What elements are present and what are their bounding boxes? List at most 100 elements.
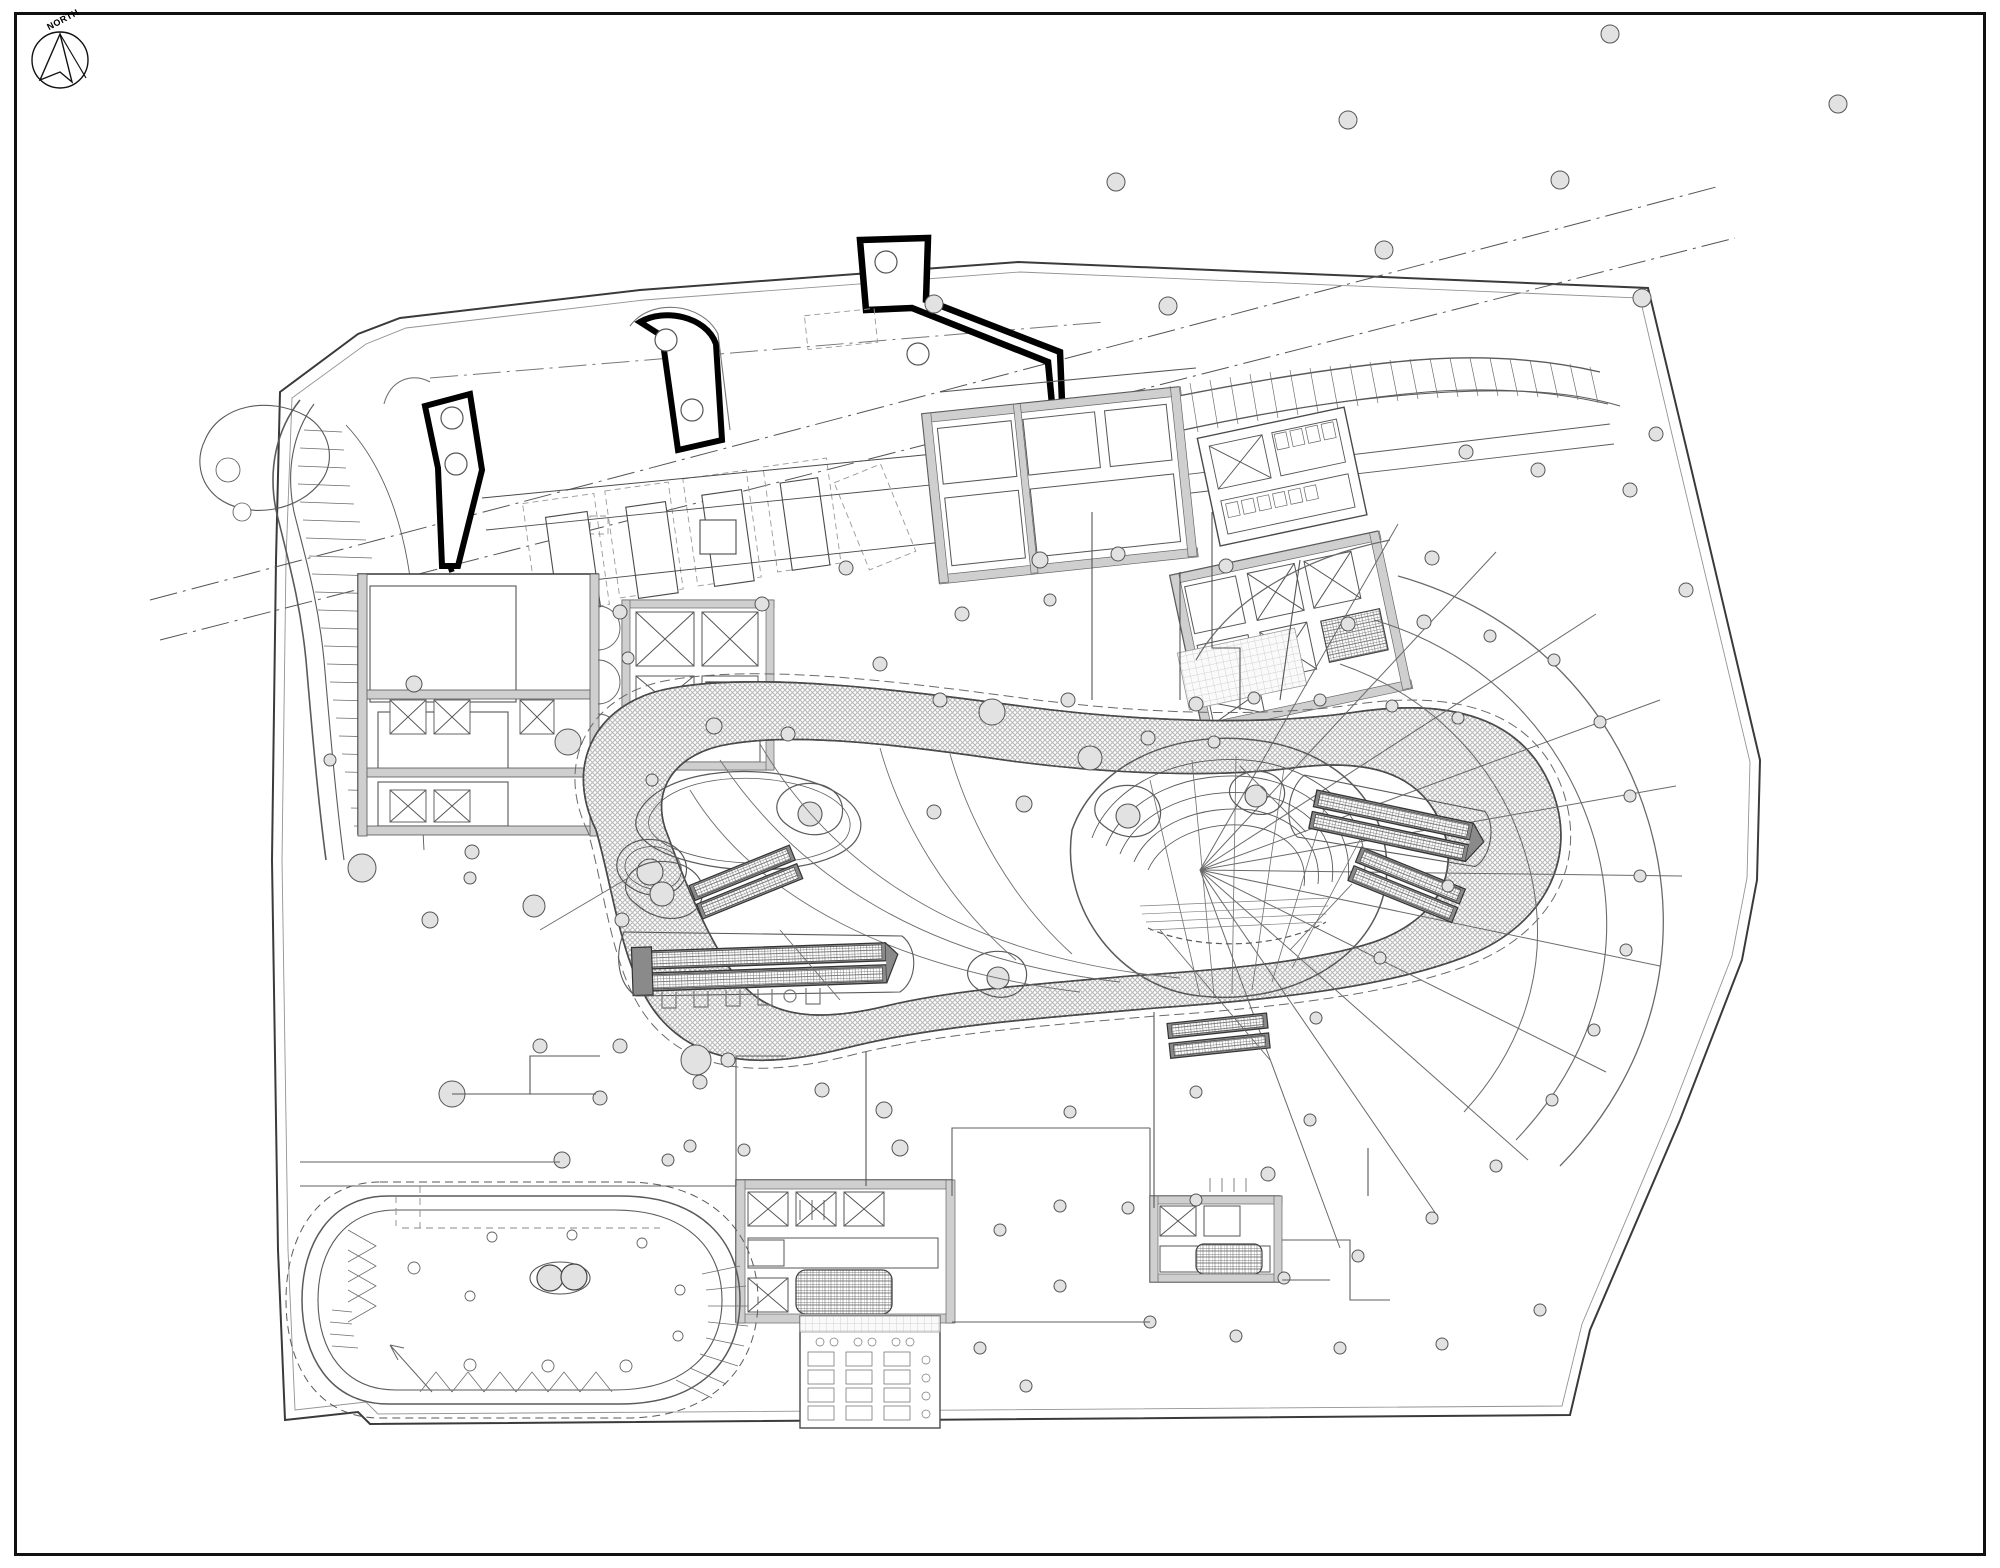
column [1043, 593, 1057, 607]
column [1600, 24, 1620, 44]
column [683, 1139, 697, 1153]
column [1110, 546, 1126, 562]
column [1385, 699, 1399, 713]
canopy-soft-edge-center [629, 306, 731, 431]
column [554, 728, 582, 756]
column [1207, 735, 1221, 749]
north-room-e [699, 519, 737, 555]
loop-band-outer-edge [582, 680, 1562, 1062]
terrace-blob-northwest [199, 404, 330, 511]
auditorium-seating-5 [1147, 824, 1305, 887]
radial-arc-outer [1397, 575, 1664, 1167]
column [973, 1341, 987, 1355]
column [1158, 296, 1178, 316]
terrace-tree-2 [232, 502, 252, 522]
auditorium-stage [1147, 921, 1327, 945]
column [1351, 1249, 1365, 1263]
southeast-louvres [1209, 1178, 1247, 1192]
north-arrow-block: NORTH [18, 7, 128, 98]
column [978, 698, 1006, 726]
oval-court-steps-left [329, 1309, 359, 1349]
north-arrow-icon [31, 31, 89, 89]
void-teardrop-5 [1228, 770, 1286, 815]
column [720, 1052, 736, 1068]
column [954, 606, 970, 622]
column [1483, 629, 1497, 643]
column [1373, 951, 1387, 965]
column [1229, 1329, 1243, 1343]
service-runs [452, 512, 1369, 1208]
column [1530, 462, 1546, 478]
column [1019, 1379, 1033, 1393]
loop-band-inner-edge [660, 738, 1449, 1016]
column [1416, 614, 1432, 630]
canopy-soft-edge-west [383, 377, 431, 405]
escalator-bank-west [630, 942, 899, 997]
column [323, 753, 337, 767]
column [1260, 1166, 1276, 1182]
void-blob-lowerleft [624, 860, 704, 919]
column [1333, 1341, 1347, 1355]
column [612, 1038, 628, 1054]
oval-court-fountain [529, 1261, 591, 1295]
column [612, 604, 628, 620]
column [838, 560, 854, 576]
axis-line-1 [149, 185, 1721, 601]
column [1247, 691, 1261, 705]
escalator-banks [618, 774, 1492, 1059]
column [1063, 1105, 1077, 1119]
column [1489, 1159, 1503, 1173]
north-block-walls [921, 386, 1199, 585]
column [705, 717, 723, 735]
toilet-fixtures [815, 1337, 931, 1419]
column [926, 804, 942, 820]
column [737, 1143, 751, 1157]
column [1424, 550, 1440, 566]
terrace-edge-west-outer [272, 399, 327, 861]
canopy-center-column-2 [680, 398, 704, 422]
column [532, 1038, 548, 1054]
south-toilet-core [799, 1315, 941, 1429]
oval-amphitheatre [285, 1181, 759, 1419]
west-wing-stair-hatch [389, 699, 555, 823]
column [347, 853, 377, 883]
oval-court-chevrons [347, 1229, 613, 1393]
southeast-core-lift [1195, 1243, 1263, 1275]
radial-rays [1199, 523, 1683, 1249]
south-service-core [735, 1179, 956, 1324]
column [1633, 869, 1647, 883]
column [421, 911, 439, 929]
column [780, 726, 796, 742]
circulation-loop-band [574, 673, 1572, 1069]
column [464, 844, 480, 860]
auditorium-hatch-rows [1139, 897, 1331, 931]
west-wing-room-1 [369, 585, 517, 703]
column [875, 1101, 893, 1119]
column-grid [323, 24, 1848, 1393]
column [1060, 692, 1076, 708]
entrance-canopy-group [383, 234, 1066, 573]
column [1309, 1011, 1323, 1025]
canopy-west [421, 390, 486, 573]
column [1425, 1211, 1439, 1225]
column [924, 294, 944, 314]
column [1458, 444, 1474, 460]
column [621, 651, 635, 665]
column [1218, 558, 1234, 574]
canopy-west-column-2 [444, 452, 468, 476]
column [1587, 1023, 1601, 1037]
column [1451, 711, 1465, 725]
column [1189, 1085, 1203, 1099]
void-oval-large [635, 770, 862, 871]
escalator-bank-southeast [1347, 846, 1467, 924]
canopy-center-column-1 [654, 328, 678, 352]
site-boundary-line [270, 260, 1762, 1426]
column [993, 1223, 1007, 1237]
column [1313, 693, 1327, 707]
column [405, 675, 423, 693]
void-teardrop-3 [1094, 784, 1162, 838]
site-boundary-offset [281, 271, 1751, 1415]
column [891, 1139, 909, 1157]
column [1077, 745, 1103, 771]
